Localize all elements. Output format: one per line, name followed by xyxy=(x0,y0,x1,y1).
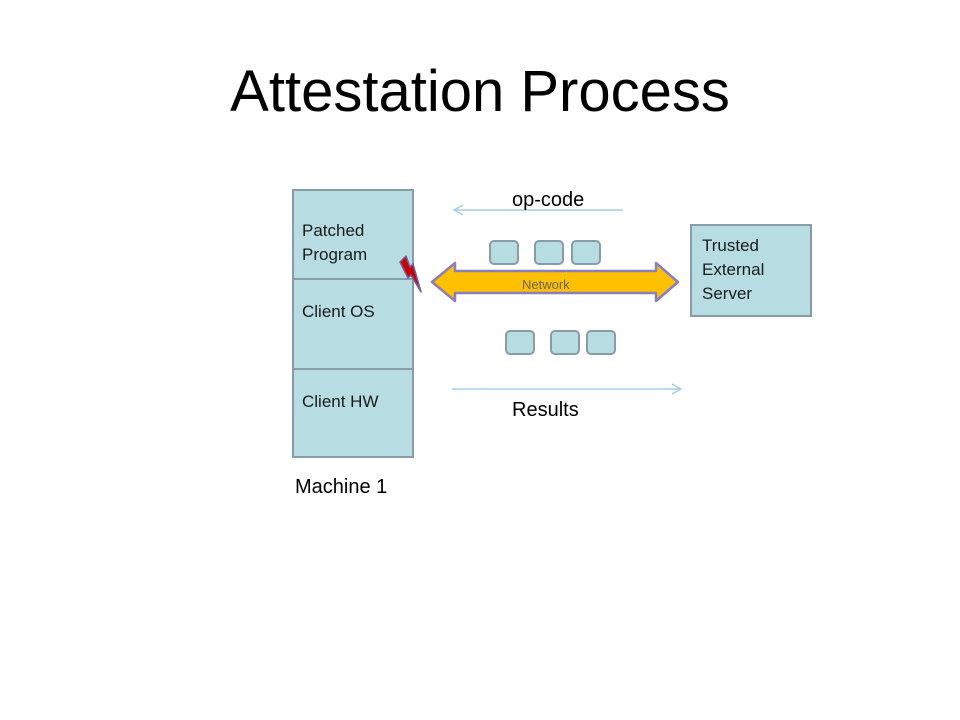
results-arrow xyxy=(452,383,683,395)
results-label: Results xyxy=(512,399,579,421)
network-label: Network xyxy=(522,277,570,292)
patched-program-block: Patched Program xyxy=(292,189,414,280)
trusted-server-label: Trusted External Server xyxy=(702,236,765,303)
machine-caption: Machine 1 xyxy=(295,476,388,498)
op-code-label: op-code xyxy=(512,189,585,211)
trusted-server-block: Trusted External Server xyxy=(690,224,812,317)
response-packet xyxy=(550,330,580,355)
client-hw-block: Client HW xyxy=(292,368,414,458)
patched-program-label: Patched Program xyxy=(302,221,368,264)
lightning-bolt-icon xyxy=(399,255,422,293)
client-os-label: Client OS xyxy=(302,302,375,321)
slide-title: Attestation Process xyxy=(230,59,730,124)
request-packet xyxy=(489,240,519,265)
client-os-block: Client OS xyxy=(292,278,414,370)
response-packet xyxy=(586,330,616,355)
op-code-arrow xyxy=(452,204,623,216)
network-double-arrow xyxy=(430,261,680,303)
request-packet xyxy=(571,240,601,265)
client-hw-label: Client HW xyxy=(302,392,379,411)
response-packet xyxy=(505,330,535,355)
request-packet xyxy=(534,240,564,265)
